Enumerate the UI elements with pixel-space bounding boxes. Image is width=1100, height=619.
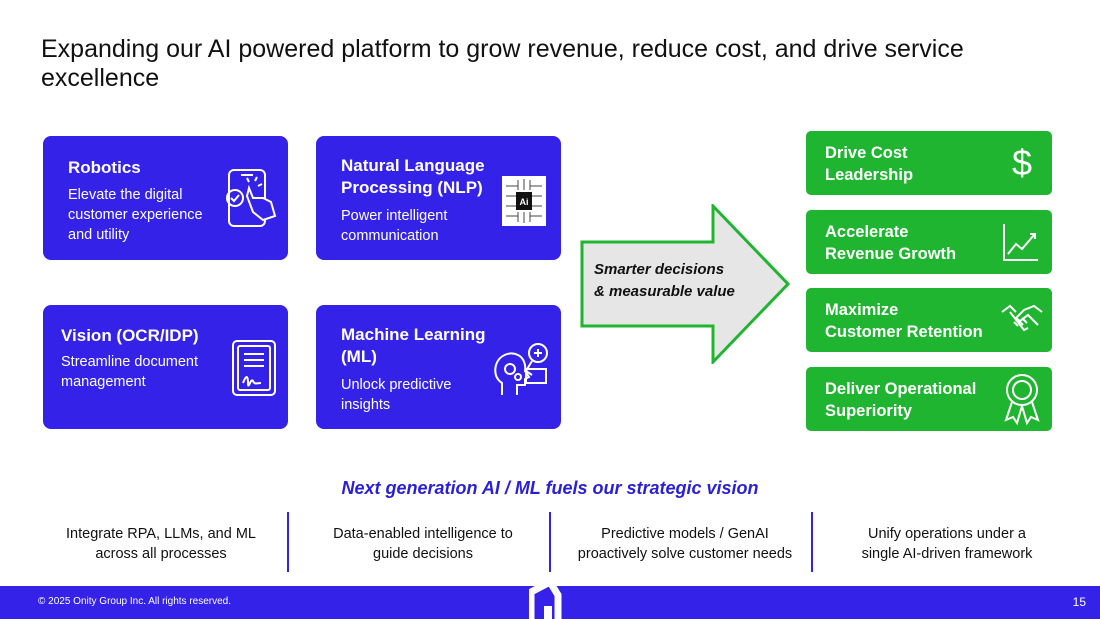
card-desc: Elevate the digital customer experience … — [68, 187, 203, 243]
value-arrow — [580, 204, 790, 364]
card-title: Natural Language Processing (NLP) — [341, 156, 485, 197]
pillar-line1: Integrate RPA, LLMs, and ML — [66, 526, 256, 542]
ai-chip-icon: Ai — [502, 176, 546, 226]
pillar-1: Integrate RPA, LLMs, and ML across all pr… — [30, 524, 292, 564]
arrow-text-line2: & measurable value — [594, 283, 735, 300]
svg-text:$: $ — [1012, 143, 1032, 183]
award-ribbon-icon — [1004, 374, 1040, 426]
card-robotics: Robotics Elevate the digital customer ex… — [43, 136, 288, 260]
arrow-text-line1: Smarter decisions — [594, 261, 725, 278]
slide-title: Expanding our AI powered platform to gro… — [41, 35, 964, 92]
divider — [811, 512, 813, 572]
pillar-line2: across all processes — [95, 546, 227, 562]
divider — [287, 512, 289, 572]
divider — [549, 512, 551, 572]
card-ml: Machine Learning (ML) Unlock predictive … — [316, 305, 561, 429]
pillar-line2: single AI-driven framework — [861, 546, 1033, 562]
svg-text:Ai: Ai — [520, 197, 529, 207]
pillar-3: Predictive models / GenAI proactively sol… — [554, 524, 816, 564]
handshake-icon — [1001, 304, 1043, 332]
outcome-line1: Deliver Operational — [825, 380, 977, 398]
page-number: 15 — [1072, 595, 1086, 609]
dollar-icon: $ — [1012, 143, 1032, 183]
head-gears-icon — [494, 343, 548, 395]
phone-tap-icon — [226, 169, 277, 227]
pillar-line1: Unify operations under a — [868, 526, 1026, 542]
pillar-line2: proactively solve customer needs — [577, 546, 793, 562]
card-desc: Unlock predictive insights — [341, 377, 452, 413]
card-vision: Vision (OCR/IDP) Streamline document man… — [43, 305, 288, 429]
outcome-line1: Drive Cost — [825, 144, 908, 162]
card-desc: Power intelligent communication — [341, 208, 448, 244]
outcome-line2: Customer Retention — [825, 323, 983, 341]
pillar-line1: Data-enabled intelligence to — [333, 526, 513, 542]
outcome-line2: Revenue Growth — [825, 245, 957, 263]
card-title: Robotics — [68, 158, 141, 177]
card-title: Machine Learning (ML) — [341, 325, 486, 366]
pillar-4: Unify operations under a single AI-driven… — [816, 524, 1078, 564]
signed-document-icon — [232, 340, 276, 396]
outcome-line2: Superiority — [825, 402, 913, 420]
strategic-vision-heading: Next generation AI / ML fuels our strate… — [341, 478, 759, 498]
onity-house-logo-icon — [529, 580, 562, 619]
card-title: Vision (OCR/IDP) — [61, 326, 199, 345]
outcome-line1: Accelerate — [825, 223, 909, 241]
card-desc: Streamline document management — [61, 354, 199, 390]
arrow-text: Smarter decisions & measurable value — [594, 259, 735, 303]
card-nlp: Natural Language Processing (NLP) Power … — [316, 136, 561, 260]
pillar-line1: Predictive models / GenAI — [601, 526, 769, 542]
pillar-2: Data-enabled intelligence to guide decisi… — [292, 524, 554, 564]
outcome-line1: Maximize — [825, 301, 899, 319]
copyright: © 2025 Onity Group Inc. All rights reser… — [38, 596, 232, 607]
outcome-line2: Leadership — [825, 166, 914, 184]
pillar-line2: guide decisions — [373, 546, 473, 562]
growth-chart-icon — [1003, 224, 1038, 261]
